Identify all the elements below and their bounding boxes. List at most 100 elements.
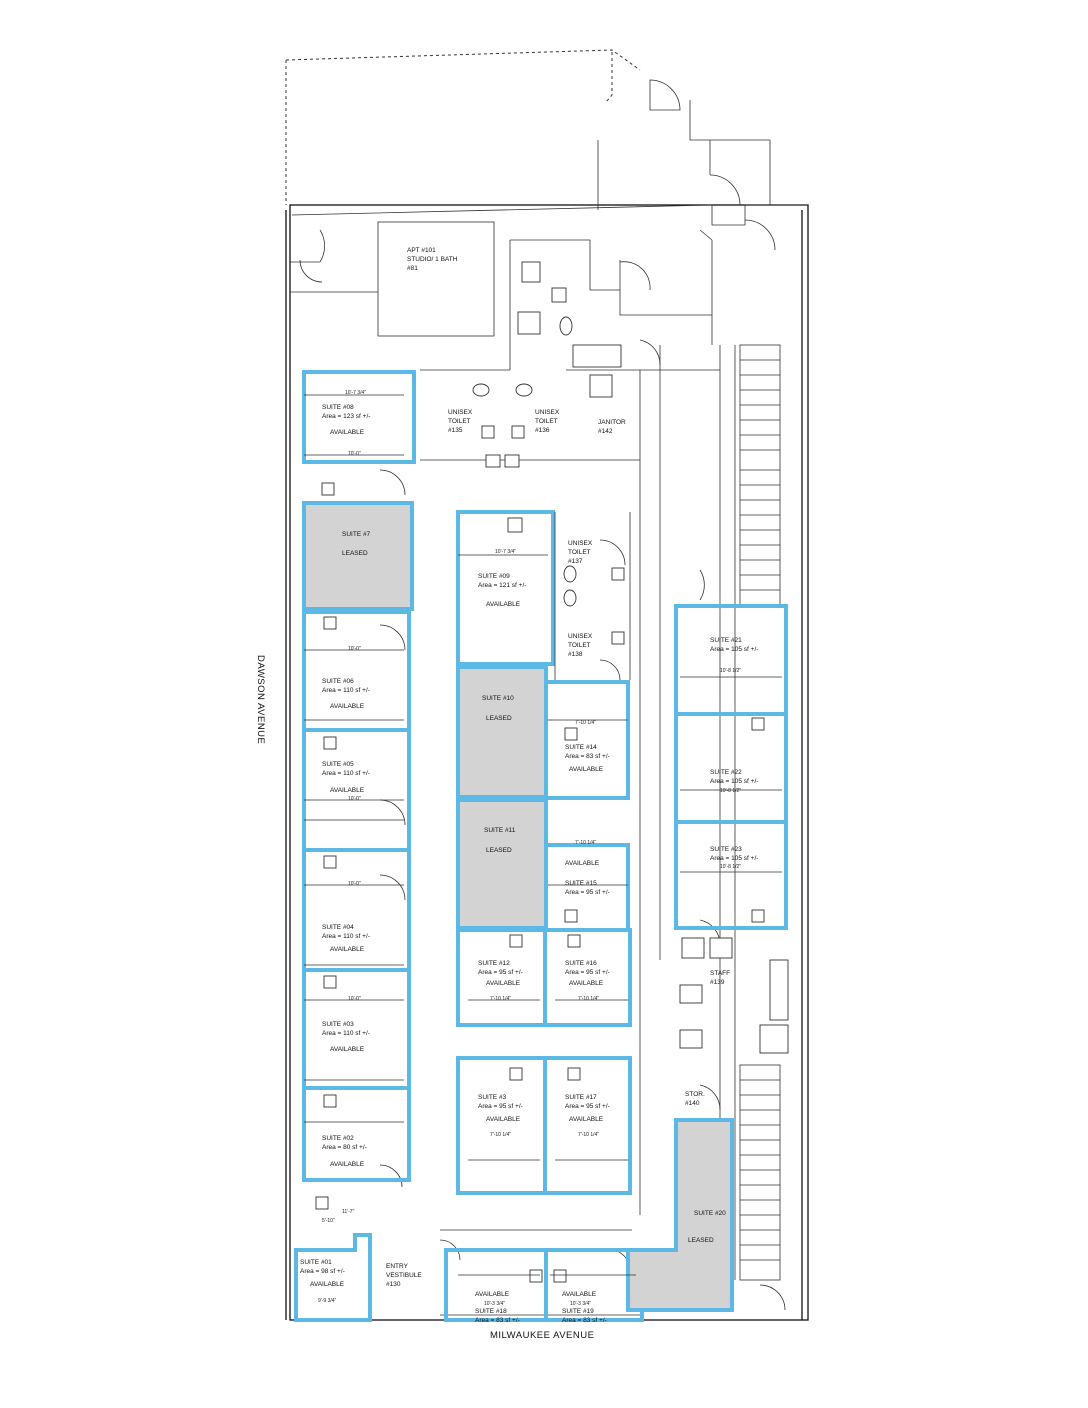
suite-08-name: SUITE #08 — [322, 404, 354, 411]
suite-22-area: Area = 105 sf +/- — [710, 778, 758, 785]
dim-17: 9'-9 3/4" — [318, 1298, 337, 1304]
suite-10-status: LEASED — [486, 715, 512, 722]
room-labels: APT #101 STUDIO/ 1 BATH #81 UNISEX TOILE… — [386, 247, 730, 1288]
suite-06-outline — [302, 610, 411, 732]
suite-11-leased-area — [456, 798, 548, 930]
dim-21: 10'-3 3/4" — [570, 1301, 591, 1307]
suite-18-status: AVAILABLE — [475, 1291, 510, 1298]
suite-12-area: Area = 95 sf +/- — [478, 969, 523, 976]
entry-label-1: ENTRY — [386, 1263, 409, 1270]
toilet135-label-2: TOILET — [448, 418, 471, 425]
toilet136-label-3: #136 — [535, 427, 550, 434]
janitor-label-1: JANITOR — [598, 419, 626, 426]
suite-20-name: SUITE #20 — [694, 1210, 726, 1217]
suite-14-area: Area = 83 sf +/- — [565, 753, 610, 760]
suite-06-area: Area = 110 sf +/- — [322, 687, 370, 694]
suite-15-name: SUITE #15 — [565, 880, 597, 887]
suite-17-status: AVAILABLE — [569, 1116, 604, 1123]
stair-upper — [739, 344, 781, 606]
suite-03-name: SUITE #03 — [322, 1021, 354, 1028]
suite-04-status: AVAILABLE — [330, 946, 365, 953]
dim-8: 7'-10 1/4" — [575, 720, 596, 726]
entry-label-2: VESTIBULE — [386, 1272, 422, 1279]
toilet137-label-1: UNISEX — [568, 540, 593, 547]
toilet137-label-2: TOILET — [568, 549, 591, 556]
suite-09-name: SUITE #09 — [478, 573, 510, 580]
suite-04-area: Area = 110 sf +/- — [322, 933, 370, 940]
stair-lower — [739, 1064, 781, 1281]
toilet137-label-3: #137 — [568, 558, 583, 565]
suite-03-outline — [302, 968, 411, 1090]
apt-label-1: APT #101 — [407, 247, 436, 254]
toilet136-label-1: UNISEX — [535, 409, 560, 416]
suite-12-status: AVAILABLE — [486, 980, 521, 987]
suite-17-name: SUITE #17 — [565, 1094, 597, 1101]
suite-19-status: AVAILABLE — [562, 1291, 597, 1298]
dim-13: 7'-10 1/4" — [578, 1132, 599, 1138]
suite-05-area: Area = 110 sf +/- — [322, 770, 370, 777]
suite-03-area: Area = 110 sf +/- — [322, 1030, 370, 1037]
suite-07-name: SUITE #7 — [342, 531, 371, 538]
suite-09-area: Area = 121 sf +/- — [478, 582, 526, 589]
suite-02-name: SUITE #02 — [322, 1135, 354, 1142]
suite-23-outline — [674, 820, 788, 930]
toilet138-label-3: #138 — [568, 651, 583, 658]
janitor-label-2: #142 — [598, 428, 613, 435]
suite-21-outline — [674, 604, 788, 716]
suite-18-area: Area = 83 sf +/- — [475, 1317, 520, 1324]
dim-2: 10'-0" — [348, 451, 361, 457]
suite-01-outline — [294, 1233, 372, 1322]
toilet138-label-1: UNISEX — [568, 633, 593, 640]
suite-23-area: Area = 105 sf +/- — [710, 855, 758, 862]
dim-11: 7'-10 1/4" — [578, 996, 599, 1002]
suite-14-outline — [544, 680, 630, 800]
dim-6: 10'-0" — [348, 996, 361, 1002]
suite-06-name: SUITE #06 — [322, 678, 354, 685]
dimension-labels: 10'-7 3/4" 10'-0" 10'-0" 10'-0" 10'-0" 1… — [318, 390, 741, 1307]
toilet135-label-3: #135 — [448, 427, 463, 434]
toilet135-label-1: UNISEX — [448, 409, 473, 416]
toilet136-label-2: TOILET — [535, 418, 558, 425]
suite-01-area: Area = 98 sf +/- — [300, 1268, 345, 1275]
suite-05-status: AVAILABLE — [330, 787, 365, 794]
suite-13-name: SUITE #3 — [478, 1094, 507, 1101]
suite-19-name: SUITE #19 — [562, 1308, 594, 1315]
dawson-avenue-label: DAWSON AVENUE — [255, 655, 266, 744]
suite-06-status: AVAILABLE — [330, 703, 365, 710]
suite-11-name: SUITE #11 — [484, 827, 516, 834]
suite-labels: SUITE #08 Area = 123 sf +/- AVAILABLE SU… — [300, 404, 758, 1324]
suite-19-area: Area = 83 sf +/- — [562, 1317, 607, 1324]
door-swings — [299, 79, 786, 1313]
suite-20-leased-area — [626, 1118, 734, 1312]
courtyard-outline — [285, 49, 641, 205]
suite-10-leased-area — [456, 665, 548, 799]
suite-17-outline — [543, 1056, 632, 1195]
stor-label-2: #140 — [685, 1100, 700, 1107]
apt-label-3: #81 — [407, 265, 418, 272]
dim-12: 7'-10 1/4" — [490, 1132, 511, 1138]
plumbing-fixtures — [315, 261, 789, 1283]
suite-20-status: LEASED — [688, 1237, 714, 1244]
dim-19: 11'-7" — [342, 1209, 355, 1215]
suite-22-outline — [674, 712, 788, 824]
dim-1: 10'-7 3/4" — [345, 390, 366, 396]
suite-22-name: SUITE #22 — [710, 769, 742, 776]
dim-4: 10'-0" — [348, 796, 361, 802]
dim-5: 10'-0" — [348, 881, 361, 887]
suite-10-name: SUITE #10 — [482, 695, 514, 702]
stor-label-1: STOR. — [685, 1091, 705, 1098]
suite-14-status: AVAILABLE — [569, 766, 604, 773]
staff-label-1: STAFF — [710, 970, 730, 977]
suite-07-status: LEASED — [342, 550, 368, 557]
leased-suites — [302, 501, 734, 1312]
dim-14: 10'-8 1/2" — [720, 668, 741, 674]
suite-02-outline — [302, 1086, 411, 1182]
dim-16: 10'-8 1/2" — [720, 864, 741, 870]
milwaukee-avenue-label: MILWAUKEE AVENUE — [490, 1330, 594, 1341]
suite-14-name: SUITE #14 — [565, 744, 597, 751]
suite-01-name: SUITE #01 — [300, 1259, 332, 1266]
suite-09-status: AVAILABLE — [486, 601, 521, 608]
suite-16-name: SUITE #16 — [565, 960, 597, 967]
suite-05-name: SUITE #05 — [322, 761, 354, 768]
suite-16-outline — [543, 928, 632, 1027]
